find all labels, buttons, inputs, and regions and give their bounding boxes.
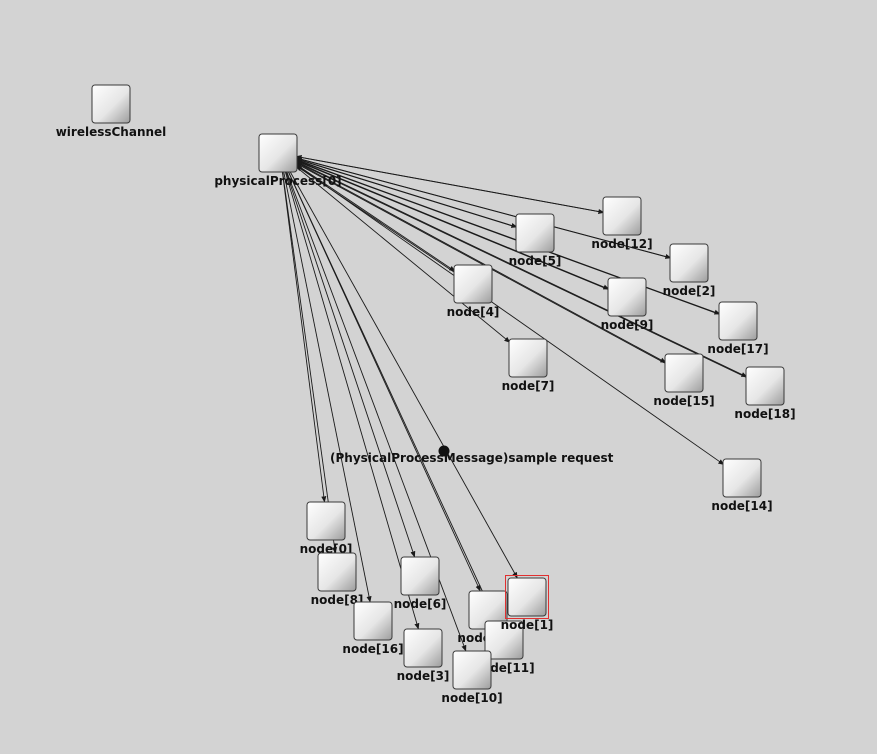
- module-node-10[interactable]: node[10]: [441, 650, 503, 705]
- connection-physicalprocess-to-n4: [294, 163, 456, 272]
- module-node-14[interactable]: node[14]: [711, 458, 773, 513]
- connection-n12-to-physicalprocess: [295, 155, 606, 214]
- module-label: physicalProcess[0]: [214, 174, 341, 188]
- module-label: node[5]: [509, 254, 562, 268]
- module-icon: [508, 338, 548, 378]
- connection-physicalprocess-to-n7: [294, 165, 511, 343]
- module-label: wirelessChannel: [56, 125, 167, 139]
- module-node-15[interactable]: node[15]: [653, 353, 715, 408]
- module-icon: [306, 501, 346, 541]
- module-node-2[interactable]: node[2]: [663, 243, 716, 298]
- module-label: node[15]: [653, 394, 714, 408]
- connection-physicalprocess-to-n18: [294, 160, 748, 378]
- module-physicalprocess-0[interactable]: physicalProcess[0]: [214, 133, 342, 188]
- connection-n9-to-physicalprocess: [295, 160, 611, 291]
- module-icon: [403, 628, 443, 668]
- module-node-5[interactable]: node[5]: [509, 213, 562, 268]
- module-node-7[interactable]: node[7]: [502, 338, 555, 393]
- connection-physicalprocess-to-n11: [286, 168, 497, 622]
- module-node-9[interactable]: node[9]: [601, 277, 654, 332]
- module-label: node[8]: [311, 593, 364, 607]
- message-dot-icon: [438, 445, 450, 457]
- module-icon: [722, 458, 762, 498]
- connection-physicalprocess-to-n3: [283, 168, 420, 630]
- module-icon: [453, 264, 493, 304]
- module-icon: [400, 556, 440, 596]
- module-icon: [452, 650, 492, 690]
- module-node-18[interactable]: node[18]: [734, 366, 796, 421]
- connection-physicalprocess-to-n1: [288, 168, 518, 579]
- connection-physicalprocess-to-n9: [294, 159, 610, 290]
- connection-physicalprocess-to-n14: [294, 163, 725, 466]
- module-label: node[17]: [707, 342, 768, 356]
- message-in-flight[interactable]: (PhysicalProcessMessage)sample request: [330, 445, 614, 466]
- module-label: node[14]: [711, 499, 772, 513]
- message-label: (PhysicalProcessMessage)sample request: [330, 451, 614, 465]
- message-layer: (PhysicalProcessMessage)sample request: [330, 445, 614, 466]
- modules-layer: wirelessChannel physicalProcess[0] node[12…: [56, 84, 796, 705]
- module-icon: [91, 84, 131, 124]
- module-node-17[interactable]: node[17]: [707, 301, 769, 356]
- connection-n2-to-physicalprocess: [295, 157, 673, 259]
- module-icon: [507, 577, 547, 617]
- module-node-3[interactable]: node[3]: [397, 628, 450, 683]
- module-node-1[interactable]: node[1]: [501, 575, 554, 633]
- connections-layer: [281, 155, 749, 652]
- connection-n15-to-physicalprocess: [295, 162, 668, 365]
- selection-highlight: [505, 575, 549, 619]
- module-icon: [602, 196, 642, 236]
- module-label: node[7]: [502, 379, 555, 393]
- module-label: node[16]: [342, 642, 403, 656]
- connection-physicalprocess-to-n8: [281, 168, 338, 554]
- module-icon: [515, 213, 555, 253]
- module-node-6[interactable]: node[6]: [394, 556, 447, 611]
- module-label: node[12]: [591, 237, 652, 251]
- module-label: node[4]: [447, 305, 500, 319]
- module-icon: [353, 601, 393, 641]
- module-label: node[1]: [501, 618, 554, 632]
- module-label: node[2]: [663, 284, 716, 298]
- module-label: node[9]: [601, 318, 654, 332]
- module-icon: [258, 133, 298, 173]
- module-label: node[6]: [394, 597, 447, 611]
- module-node-0[interactable]: node[0]: [300, 501, 353, 556]
- module-icon: [718, 301, 758, 341]
- connection-physicalprocess-to-n16: [282, 168, 372, 603]
- module-icon: [317, 552, 357, 592]
- module-icon: [607, 277, 647, 317]
- module-node-8[interactable]: node[8]: [311, 552, 364, 607]
- module-node-16[interactable]: node[16]: [342, 601, 404, 656]
- connection-n17-to-physicalprocess: [295, 159, 722, 316]
- module-icon: [664, 353, 704, 393]
- module-icon: [669, 243, 709, 283]
- module-label: node[18]: [734, 407, 795, 421]
- connection-physicalprocess-to-n0: [281, 168, 327, 503]
- module-node-4[interactable]: node[4]: [447, 264, 500, 319]
- connection-physicalprocess-to-n6: [284, 168, 416, 558]
- connection-n18-to-physicalprocess: [295, 161, 749, 379]
- connection-physicalprocess-to-n17: [294, 158, 721, 315]
- module-label: node[10]: [441, 691, 502, 705]
- module-icon: [745, 366, 785, 406]
- connection-physicalprocess-to-n15: [294, 161, 667, 364]
- module-label: node[3]: [397, 669, 450, 683]
- connection-n5-to-physicalprocess: [295, 158, 519, 229]
- connection-n4-to-physicalprocess: [295, 165, 457, 274]
- module-icon: [484, 620, 524, 660]
- module-node-12[interactable]: node[12]: [591, 196, 653, 251]
- module-wirelesschannel[interactable]: wirelessChannel: [56, 84, 167, 139]
